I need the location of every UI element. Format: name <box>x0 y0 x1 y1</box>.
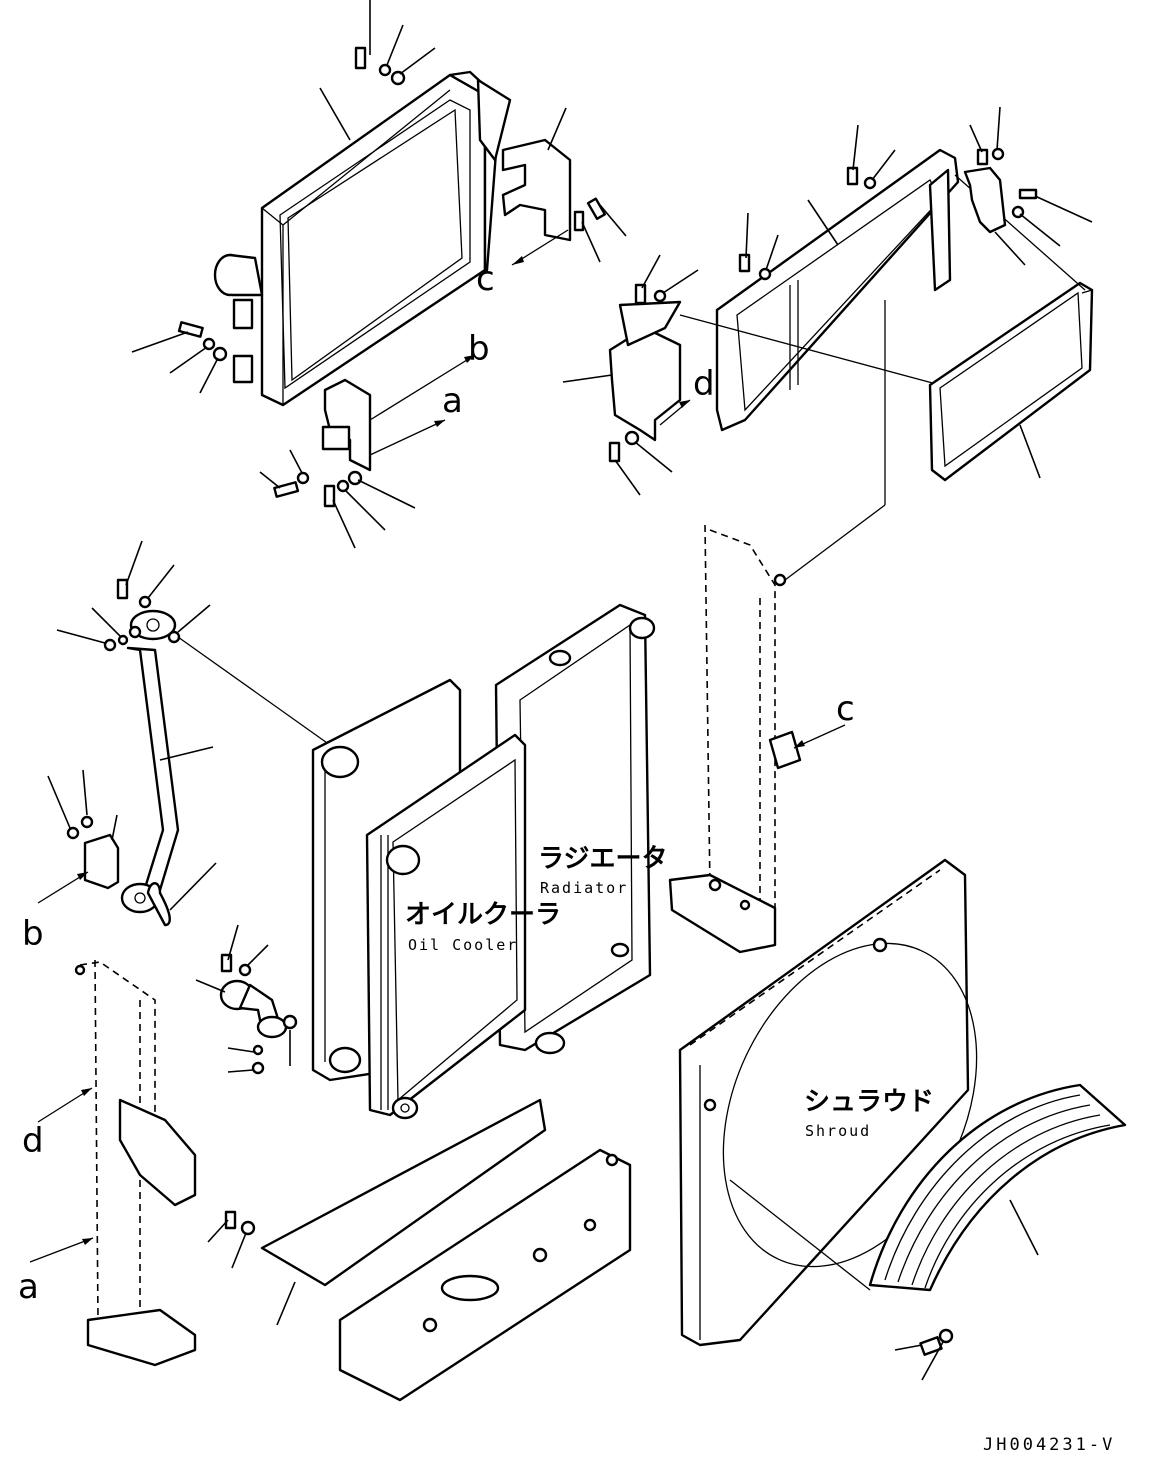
bracket-top-right <box>963 106 1093 266</box>
radiator-label-en: Radiator <box>540 879 628 897</box>
bracket-c-top <box>501 107 627 266</box>
ref-a-left: a <box>18 1267 39 1307</box>
radiator-label-jp: ラジエータ <box>538 844 667 874</box>
bracket-d-top <box>562 254 941 496</box>
tube-assembly <box>37 540 331 927</box>
ref-d-left: d <box>22 1121 44 1161</box>
ref-b-left: b <box>22 914 44 954</box>
ref-b-top: b <box>468 329 490 369</box>
oil-cooler <box>311 678 527 1120</box>
oil-cooler-label-en: Oil Cooler <box>408 936 518 954</box>
elbow-fitting <box>195 924 298 1075</box>
condenser <box>928 174 1094 482</box>
ref-a-top: a <box>442 381 463 421</box>
ref-c-right: c <box>836 689 855 729</box>
bracket-a-b <box>259 354 476 549</box>
support-column-c <box>668 300 886 954</box>
ref-c-top: c <box>476 259 495 299</box>
left-column-a-d <box>29 959 197 1367</box>
fan-guard <box>868 1083 1127 1381</box>
base-frame <box>207 1098 632 1402</box>
side-frame-top <box>715 124 960 432</box>
ref-d-top: d <box>693 364 715 404</box>
shroud-label-jp: シュラウド <box>804 1087 934 1117</box>
oil-cooler-label-jp: オイルクーラ <box>405 900 561 930</box>
shroud-label-en: Shroud <box>805 1122 871 1140</box>
drawing-code: JH004231-V <box>983 1435 1115 1455</box>
aftercooler <box>131 0 512 407</box>
